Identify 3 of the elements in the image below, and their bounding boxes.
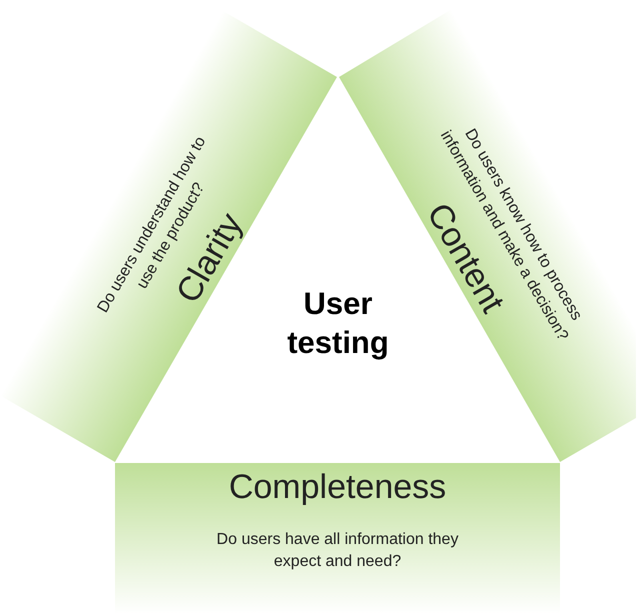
band-heading: Completeness	[228, 467, 446, 508]
center-title: User testing	[286, 285, 390, 362]
question-text: Do users have all information they expect and need?	[216, 530, 460, 572]
